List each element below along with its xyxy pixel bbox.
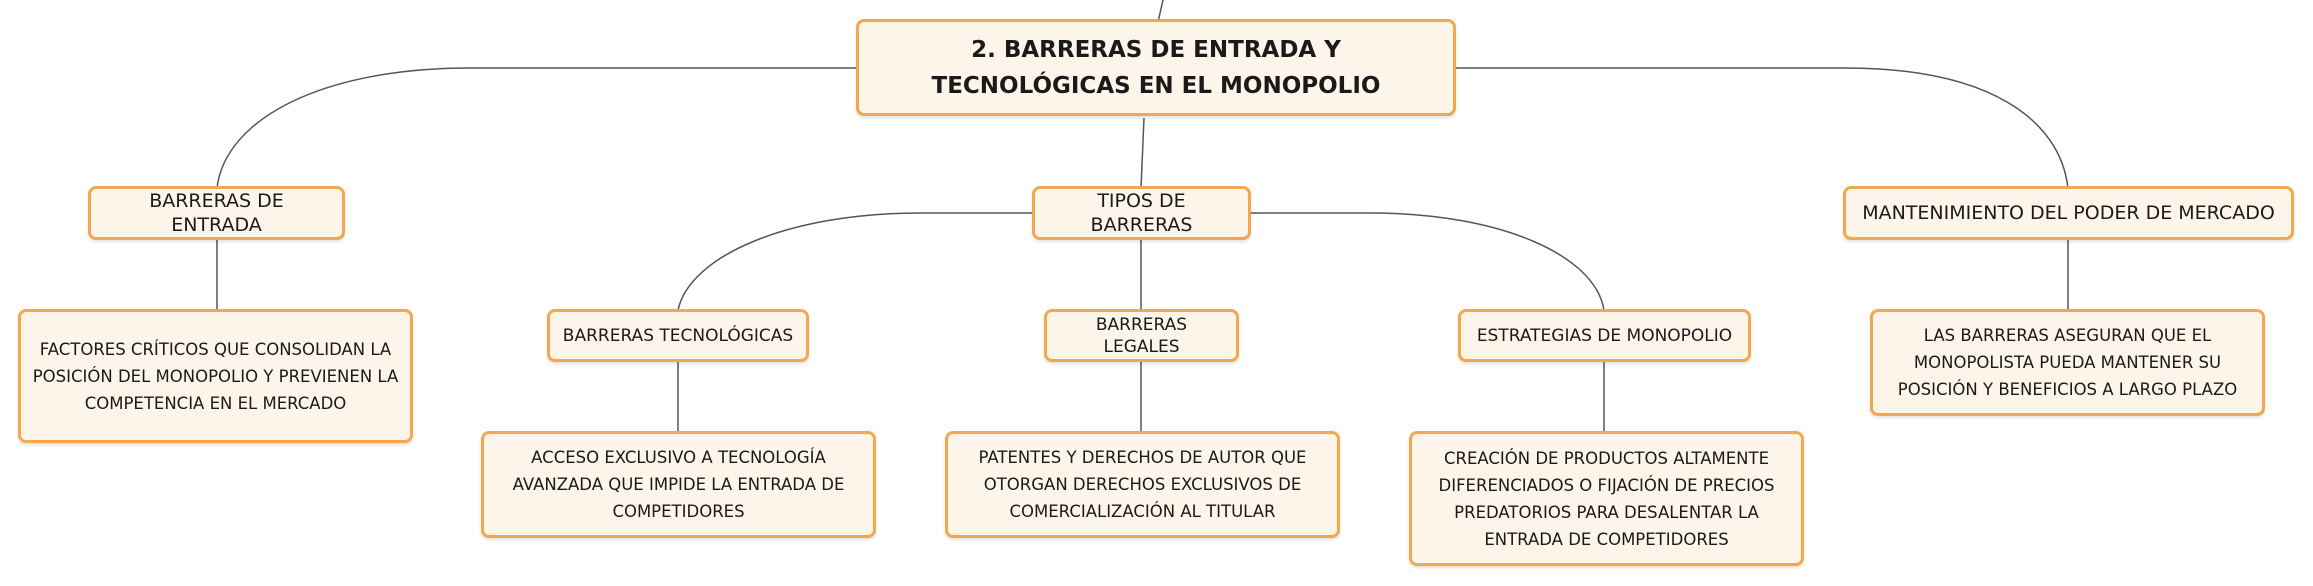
connector-tipos-to-tecnologicas bbox=[677, 212, 1032, 311]
legales-detail-text: PATENTES Y DERECHOS DE AUTOR QUE OTORGAN… bbox=[978, 448, 1307, 521]
estrategias-detail-text: CREACIÓN DE PRODUCTOS ALTAMENTE DIFERENC… bbox=[1438, 448, 1775, 549]
tecnologicas-detail-text: ACCESO EXCLUSIVO A TECNOLOGÍA AVANZADA Q… bbox=[512, 448, 845, 521]
tecnologicas-node[interactable]: BARRERAS TECNOLÓGICAS bbox=[547, 309, 809, 362]
barreras-entrada-node[interactable]: BARRERAS DE ENTRADA bbox=[88, 186, 345, 240]
estrategias-label: ESTRATEGIAS DE MONOPOLIO bbox=[1476, 325, 1733, 346]
connector-parent-to-root bbox=[1157, 0, 1164, 23]
legales-label: BARRERAS LEGALES bbox=[1095, 314, 1188, 357]
mantenimiento-detail-text: LAS BARRERAS ASEGURAN QUE EL MONOPOLISTA… bbox=[1897, 326, 2238, 399]
estrategias-detail-node[interactable]: CREACIÓN DE PRODUCTOS ALTAMENTE DIFERENC… bbox=[1409, 431, 1804, 566]
tecnologicas-label: BARRERAS TECNOLÓGICAS bbox=[562, 325, 794, 346]
mantenimiento-label: MANTENIMIENTO DEL PODER DE MERCADO bbox=[1862, 202, 2275, 224]
tipos-barreras-label: TIPOS DE BARRERAS bbox=[1090, 190, 1193, 236]
estrategias-node[interactable]: ESTRATEGIAS DE MONOPOLIO bbox=[1458, 309, 1751, 362]
connector-root-to-mantenimiento bbox=[1455, 67, 2069, 189]
legales-detail-node[interactable]: PATENTES Y DERECHOS DE AUTOR QUE OTORGAN… bbox=[945, 431, 1340, 538]
barreras-entrada-label: BARRERAS DE ENTRADA bbox=[149, 190, 284, 236]
legales-node[interactable]: BARRERAS LEGALES bbox=[1044, 309, 1239, 362]
mantenimiento-detail-node[interactable]: LAS BARRERAS ASEGURAN QUE EL MONOPOLISTA… bbox=[1870, 309, 2265, 416]
tecnologicas-detail-node[interactable]: ACCESO EXCLUSIVO A TECNOLOGÍA AVANZADA Q… bbox=[481, 431, 876, 538]
root-topic-node[interactable]: 2. BARRERAS DE ENTRADA Y TECNOLÓGICAS EN… bbox=[856, 19, 1456, 116]
connector-root-to-tipos-barreras bbox=[1140, 117, 1145, 189]
root-topic-label: 2. BARRERAS DE ENTRADA Y TECNOLÓGICAS EN… bbox=[931, 36, 1381, 99]
barreras-entrada-detail-node[interactable]: FACTORES CRÍTICOS QUE CONSOLIDAN LA POSI… bbox=[18, 309, 413, 443]
tipos-barreras-node[interactable]: TIPOS DE BARRERAS bbox=[1032, 186, 1251, 240]
connector-root-to-barreras-entrada bbox=[216, 67, 856, 189]
barreras-entrada-detail-text: FACTORES CRÍTICOS QUE CONSOLIDAN LA POSI… bbox=[32, 339, 399, 413]
mantenimiento-node[interactable]: MANTENIMIENTO DEL PODER DE MERCADO bbox=[1843, 186, 2294, 240]
connector-tipos-to-estrategias bbox=[1250, 212, 1605, 311]
